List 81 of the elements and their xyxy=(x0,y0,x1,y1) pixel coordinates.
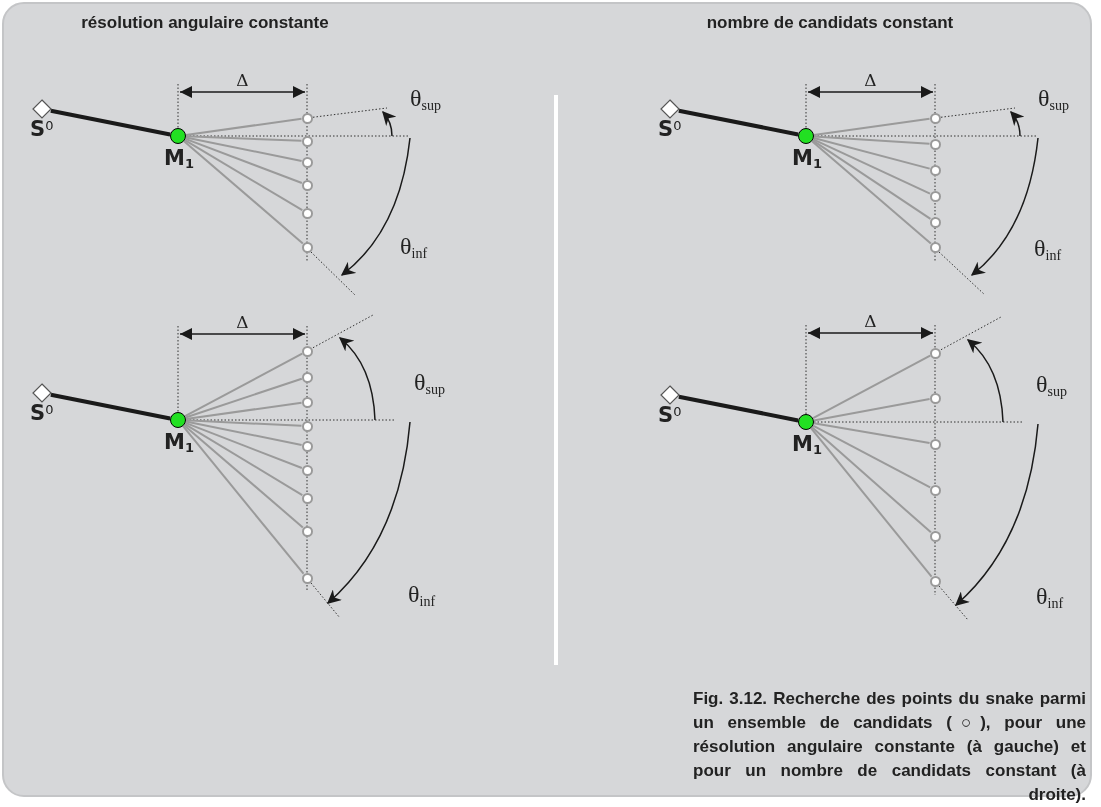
candidate-line xyxy=(184,117,303,136)
candidate-line xyxy=(183,423,304,497)
candidate-line xyxy=(182,425,305,575)
delta-label: Δ xyxy=(236,72,249,89)
candidate-line xyxy=(812,422,931,445)
candidate-line xyxy=(812,398,931,422)
candidate-point xyxy=(301,241,313,253)
candidate-line xyxy=(183,139,304,212)
candidate-line xyxy=(184,137,303,185)
candidate-line xyxy=(184,401,303,420)
candidate-line xyxy=(811,140,932,245)
candidate-point xyxy=(301,420,313,432)
delta-label: Δ xyxy=(864,72,877,89)
column-heading: nombre de candidats constant xyxy=(705,12,955,34)
candidate-line xyxy=(810,427,933,578)
candidate-point xyxy=(929,112,941,124)
candidate-point xyxy=(929,575,941,587)
candidate-line xyxy=(184,421,303,469)
candidate-point xyxy=(301,179,313,191)
candidate-point xyxy=(929,190,941,202)
snake-segment xyxy=(678,108,799,137)
start-point-diamond xyxy=(660,99,680,119)
candidate-point xyxy=(929,164,941,176)
candidate-point xyxy=(929,138,941,150)
candidate-point xyxy=(301,525,313,537)
candidate-point xyxy=(929,484,941,496)
point-label: S$^{0}$ xyxy=(658,405,682,426)
candidate-line xyxy=(812,138,931,195)
start-point-diamond xyxy=(32,99,52,119)
candidate-line xyxy=(183,140,304,245)
point-label: M$_{1}$ xyxy=(792,148,822,169)
angle-label: θ$_{inf}$ xyxy=(400,234,428,258)
point-label: M$_{1}$ xyxy=(164,432,194,453)
candidate-line xyxy=(185,135,303,142)
candidate-line xyxy=(184,377,303,419)
candidate-line xyxy=(185,419,303,427)
candidate-point xyxy=(929,438,941,450)
column-heading: résolution angulaire constante xyxy=(80,12,330,34)
candidate-point xyxy=(929,530,941,542)
start-point-diamond xyxy=(660,385,680,405)
snake-segment xyxy=(678,394,799,423)
angle-label: θ$_{inf}$ xyxy=(1036,584,1064,608)
candidate-line xyxy=(811,426,932,534)
candidate-point xyxy=(301,156,313,168)
candidate-point xyxy=(301,492,313,504)
candidate-line xyxy=(183,424,304,529)
angle-label: θ$_{inf}$ xyxy=(1034,236,1062,260)
candidate-point xyxy=(929,216,941,228)
candidate-line xyxy=(184,352,304,418)
point-label: M$_{1}$ xyxy=(792,434,822,455)
candidate-point xyxy=(929,241,941,253)
figure-caption: Fig. 3.12. Recherche des points du snake parmi un ensemble de candidats (○), pour une résolution angulaire constante (à gauche) et pour un nombre de candidats constant (à droite). xyxy=(693,688,1086,806)
candidate-point xyxy=(301,440,313,452)
candidate-line xyxy=(184,136,303,162)
candidate-line xyxy=(811,139,932,220)
candidate-point xyxy=(929,392,941,404)
point-label: S$^{0}$ xyxy=(30,403,54,424)
start-point-diamond xyxy=(32,383,52,403)
candidate-point xyxy=(301,572,313,584)
candidate-line xyxy=(812,424,932,489)
candidate-point xyxy=(301,345,313,357)
candidate-point xyxy=(301,396,313,408)
candidate-line xyxy=(812,137,931,170)
candidate-point xyxy=(301,464,313,476)
candidate-point xyxy=(301,135,313,147)
snake-segment xyxy=(50,108,171,137)
candidate-line xyxy=(184,420,303,446)
candidate-point xyxy=(301,371,313,383)
candidate-point xyxy=(301,112,313,124)
point-label: M$_{1}$ xyxy=(164,148,194,169)
snake-segment xyxy=(50,392,171,421)
candidate-line xyxy=(812,117,931,136)
delta-label: Δ xyxy=(236,314,249,331)
point-label: S$^{0}$ xyxy=(658,119,682,140)
candidate-line xyxy=(812,354,932,420)
angle-label: θ$_{inf}$ xyxy=(408,582,436,606)
candidate-point xyxy=(301,207,313,219)
candidate-point xyxy=(929,347,941,359)
delta-label: Δ xyxy=(864,313,877,330)
point-label: S$^{0}$ xyxy=(30,119,54,140)
candidate-line xyxy=(813,135,931,145)
